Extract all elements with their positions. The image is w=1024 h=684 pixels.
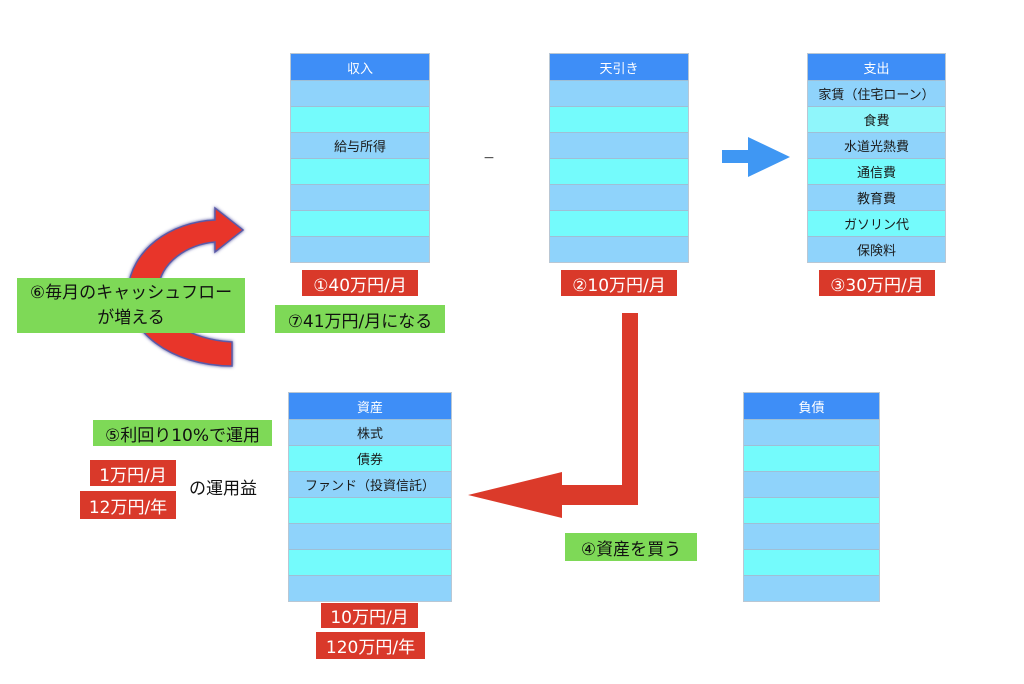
liabilities-row xyxy=(744,523,879,549)
liabilities-row xyxy=(744,445,879,471)
liabilities-row xyxy=(744,549,879,575)
expense-row: 食費 xyxy=(808,106,945,132)
liabilities-table-header: 負債 xyxy=(744,393,879,419)
deduction-row xyxy=(550,210,688,236)
liabilities-row xyxy=(744,419,879,445)
deduction-table-header: 天引き xyxy=(550,54,688,80)
income-table-header: 収入 xyxy=(291,54,429,80)
assets-row xyxy=(289,575,451,601)
deduction-row xyxy=(550,158,688,184)
assets-row xyxy=(289,497,451,523)
l-arrow-icon xyxy=(468,313,638,518)
cashflow-increase-label: ⑥毎月のキャッシュフロー が増える xyxy=(17,278,245,333)
cashflow-label-line2: が増える xyxy=(97,307,165,328)
assets-row: 債券 xyxy=(289,445,451,471)
income-row xyxy=(291,80,429,106)
assets-row: 株式 xyxy=(289,419,451,445)
expense-row: 教育費 xyxy=(808,184,945,210)
liabilities-table: 負債 xyxy=(743,392,880,602)
deduction-amount-label: ②10万円/月 xyxy=(561,270,677,296)
income-amount-label: ①40万円/月 xyxy=(302,270,418,296)
expense-amount-label: ③30万円/月 xyxy=(819,270,935,296)
expense-row: 水道光熱費 xyxy=(808,132,945,158)
liabilities-row xyxy=(744,471,879,497)
income-row xyxy=(291,210,429,236)
income-row xyxy=(291,236,429,262)
expense-row: 保険料 xyxy=(808,236,945,262)
expense-table-header: 支出 xyxy=(808,54,945,80)
liabilities-row xyxy=(744,575,879,601)
return-suffix-label: の運用益 xyxy=(189,478,257,499)
new-income-label: ⑦41万円/月になる xyxy=(275,305,445,333)
deduction-row xyxy=(550,80,688,106)
income-row xyxy=(291,158,429,184)
return-yearly-label: 12万円/年 xyxy=(80,491,176,519)
buy-assets-label: ④資産を買う xyxy=(565,533,697,561)
expense-row: 家賃（住宅ローン） xyxy=(808,80,945,106)
income-table: 収入 給与所得 xyxy=(290,53,430,263)
cashflow-label-line1: ⑥毎月のキャッシュフロー xyxy=(29,282,233,303)
asset-yearly-label: 120万円/年 xyxy=(316,632,425,659)
assets-table: 資産 株式 債券 ファンド（投資信託） xyxy=(288,392,452,602)
deduction-row xyxy=(550,106,688,132)
income-row-salary: 給与所得 xyxy=(291,132,429,158)
expense-table: 支出 家賃（住宅ローン） 食費 水道光熱費 通信費 教育費 ガソリン代 保険料 xyxy=(807,53,946,263)
right-arrow-icon xyxy=(722,137,790,177)
deduction-table: 天引き xyxy=(549,53,689,263)
assets-row xyxy=(289,523,451,549)
assets-row xyxy=(289,549,451,575)
yield-label: ⑤利回り10%で運用 xyxy=(93,420,272,446)
deduction-row xyxy=(550,236,688,262)
minus-operator: − xyxy=(483,150,495,166)
income-row xyxy=(291,184,429,210)
expense-row: 通信費 xyxy=(808,158,945,184)
income-row xyxy=(291,106,429,132)
deduction-row xyxy=(550,132,688,158)
liabilities-row xyxy=(744,497,879,523)
assets-table-header: 資産 xyxy=(289,393,451,419)
assets-row: ファンド（投資信託） xyxy=(289,471,451,497)
deduction-row xyxy=(550,184,688,210)
expense-row: ガソリン代 xyxy=(808,210,945,236)
asset-monthly-label: 10万円/月 xyxy=(321,603,418,628)
return-monthly-label: 1万円/月 xyxy=(90,460,176,486)
